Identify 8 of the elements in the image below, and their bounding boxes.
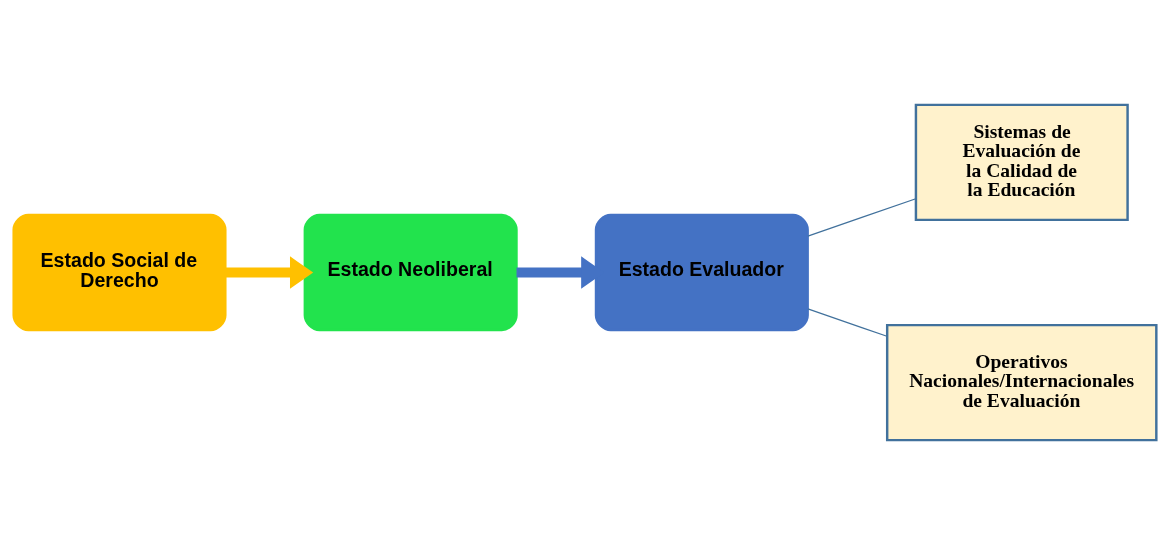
node-box: Estado Evaluador: [594, 213, 809, 331]
node-box: Estado Neoliberal: [303, 213, 518, 331]
connector: [807, 307, 888, 337]
node-box: Operativos Nacionales/Internacionales de Evaluación: [885, 323, 1158, 441]
connector: [807, 197, 917, 237]
arrow: [225, 255, 314, 289]
node-box: Sistemas de Evaluación de la Calidad de la Educación: [914, 103, 1129, 221]
node-box: Estado Social de Derecho: [12, 213, 227, 331]
